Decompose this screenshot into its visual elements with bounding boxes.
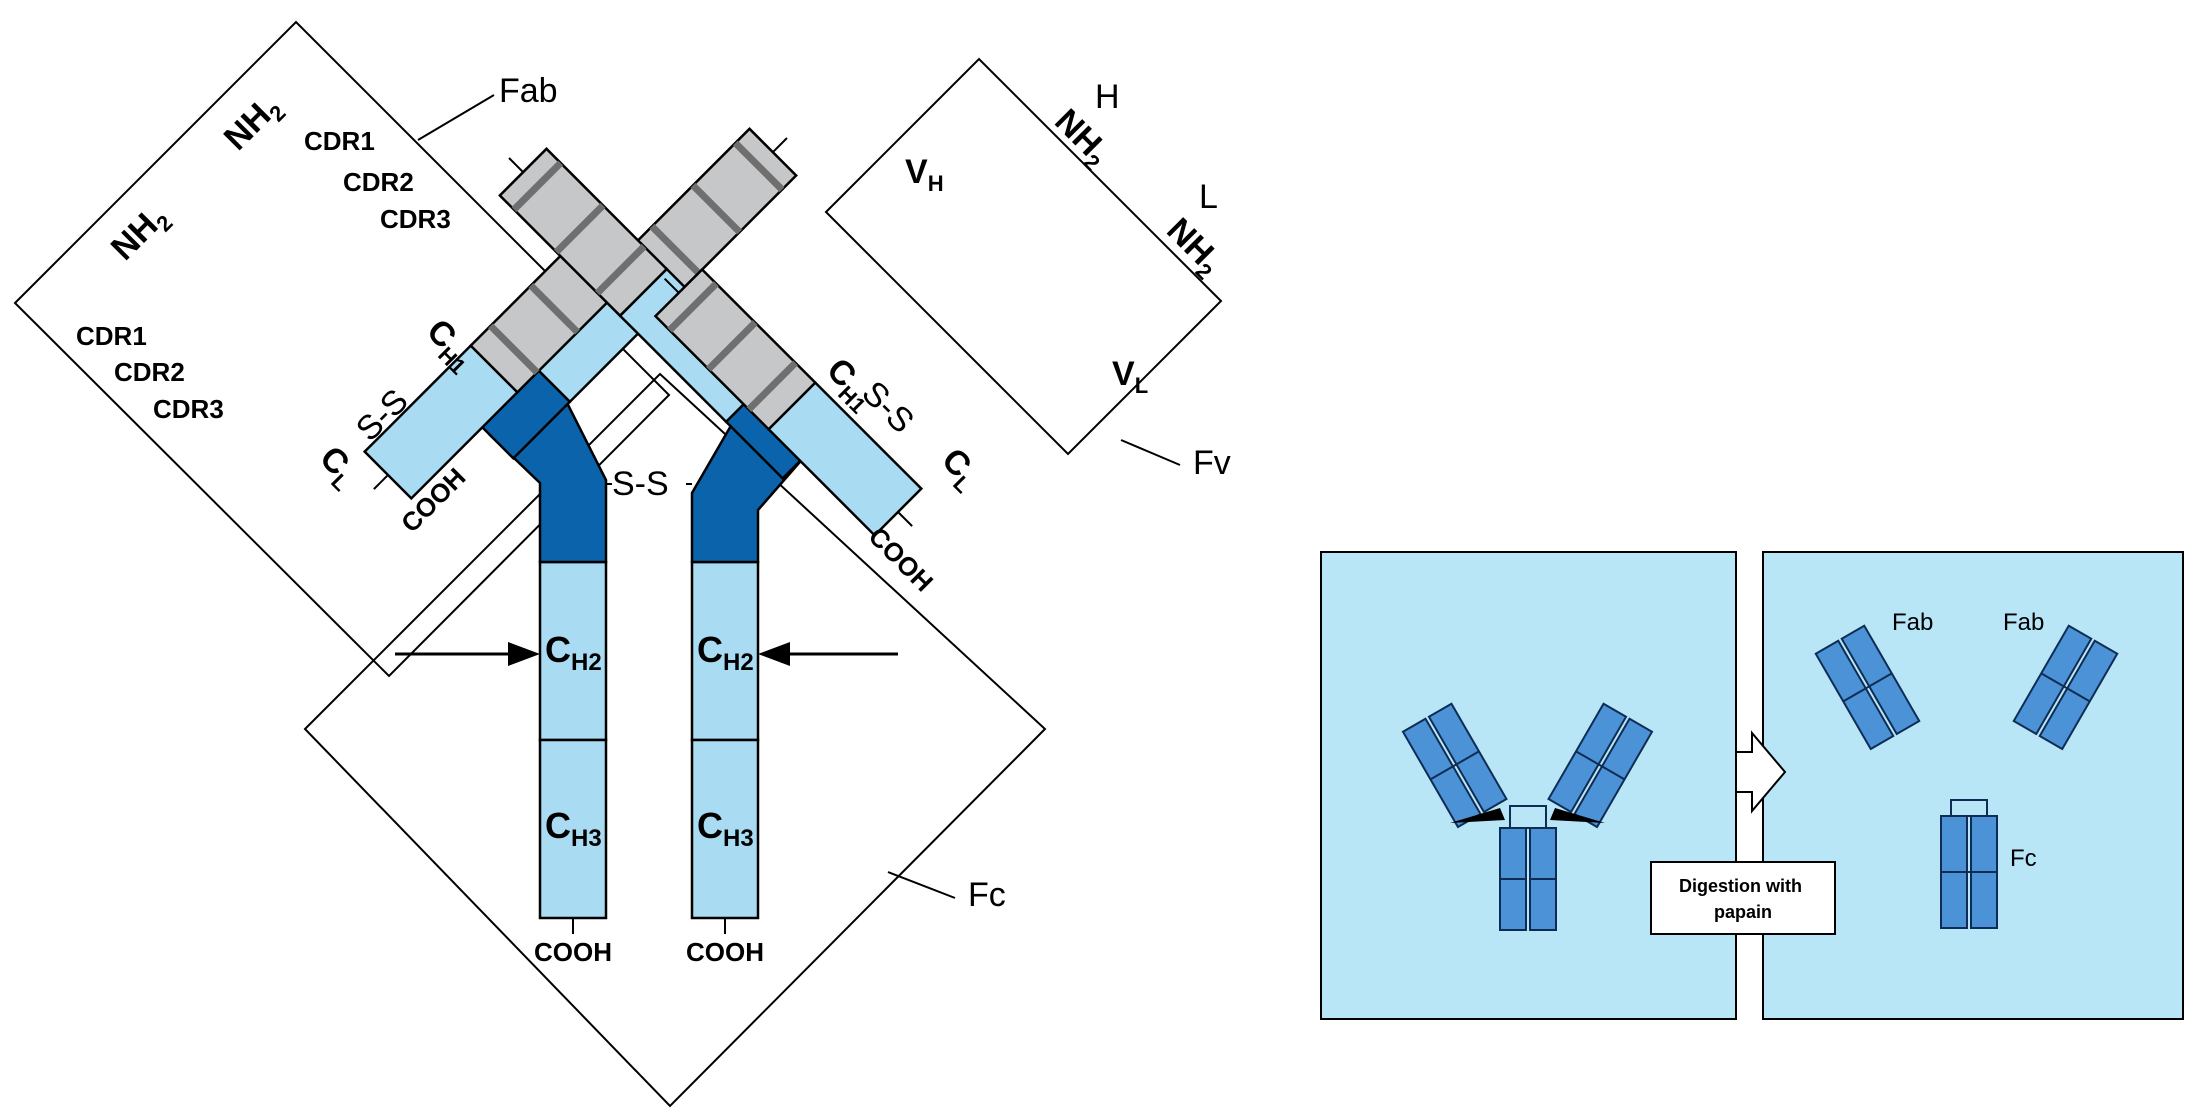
digestion-label-box <box>1650 861 1836 935</box>
fab-fragment-label-left: Fab <box>1892 609 1933 636</box>
light-chain-right <box>653 267 924 538</box>
digestion-label: Digestion with papain <box>1679 876 1807 922</box>
papain-cleavage-arrow-right <box>758 642 898 666</box>
ch2-right-label: CH2 <box>697 629 754 676</box>
fab-region-frame <box>13 20 671 678</box>
digested-fragments-panel <box>1762 551 2184 1020</box>
cdr1-heavy-left-label: CDR1 <box>304 126 375 156</box>
cl-left-label: CL <box>309 439 366 496</box>
ch3-domain-left <box>538 738 608 920</box>
fv-region-frame <box>824 57 1223 456</box>
cdr1-light-left-label: CDR1 <box>76 321 147 351</box>
digestion-arrow <box>1735 730 1787 814</box>
svg-text:COOH: COOH <box>863 521 939 597</box>
intact-antibody-icon <box>1401 702 1654 931</box>
svg-text:NH2: NH2 <box>217 87 291 161</box>
papain-digestion-panel: Fab Fab Fc Digestion with papain <box>1320 551 2184 1020</box>
heavy-chain-stem-left <box>538 560 608 920</box>
ch3-right-label: CH3 <box>697 805 754 852</box>
cooh-heavy-right: COOH <box>686 937 764 967</box>
heavy-chain-stem-right <box>690 560 760 920</box>
h-chain-label: H <box>1095 78 1120 116</box>
intact-antibody-panel <box>1320 551 1737 1020</box>
cdr2-heavy-left-label: CDR2 <box>343 167 414 197</box>
ch2-domain-left <box>538 560 608 742</box>
ch2-domain-right <box>690 560 760 742</box>
cdr2-light-left-label: CDR2 <box>114 357 185 387</box>
papain-cleavage-arrow-left <box>395 642 540 666</box>
fc-label: Fc <box>968 876 1006 914</box>
fab-fragment-right <box>2012 624 2119 751</box>
cooh-light-right: COOH <box>863 521 939 597</box>
cdr3-heavy-left-label: CDR3 <box>380 204 451 234</box>
nh2-light-left: NH2 <box>104 197 178 271</box>
cdr3-light-left-label: CDR3 <box>153 394 224 424</box>
cooh-heavy-left: COOH <box>534 937 612 967</box>
ss-bond-hinge: S-S <box>612 465 669 503</box>
vh-right-label: VH <box>905 153 944 196</box>
vl-right-label: VL <box>1112 355 1148 398</box>
nh2-heavy-left: NH2 <box>217 87 291 161</box>
cl-right-label: CL <box>931 441 988 498</box>
ch3-left-label: CH3 <box>545 805 602 852</box>
ch2-left-label: CH2 <box>545 629 602 676</box>
svg-text:CL: CL <box>309 439 366 496</box>
l-chain-label: L <box>1199 178 1218 216</box>
fab-fragment-label-right: Fab <box>2003 609 2044 636</box>
fab-label: Fab <box>499 72 558 110</box>
fc-fragment-label: Fc <box>2010 845 2037 872</box>
fv-label: Fv <box>1193 444 1231 482</box>
fc-fragment <box>1940 799 1998 929</box>
svg-text:CL: CL <box>931 441 988 498</box>
fab-fragment-left <box>1814 624 1921 751</box>
svg-text:NH2: NH2 <box>104 197 178 271</box>
